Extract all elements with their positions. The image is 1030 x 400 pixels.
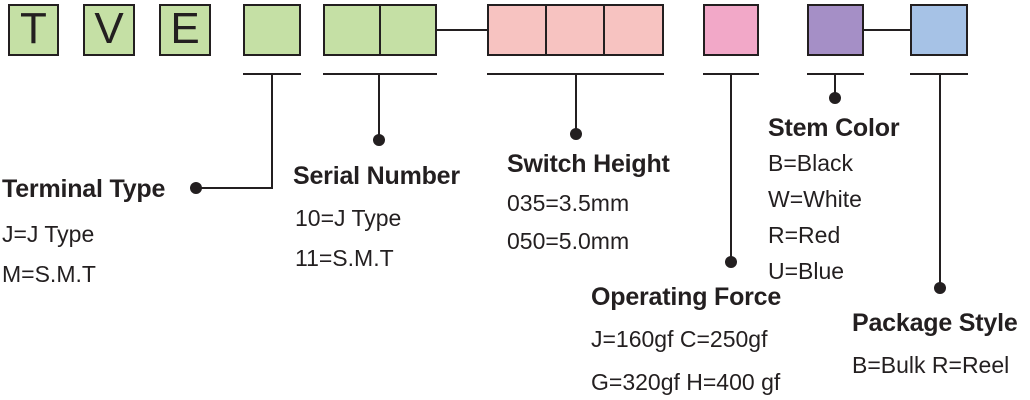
switch-height-box-3 — [603, 4, 664, 56]
stem-color-box — [807, 4, 864, 56]
switch-height-box-1 — [487, 4, 547, 56]
prefix-letter-e: E — [170, 4, 200, 53]
serial-number-box-2 — [379, 4, 437, 56]
operating-force-dot — [725, 256, 737, 268]
prefix-box-e: E — [159, 4, 211, 56]
terminal-type-option: M=S.M.T — [2, 261, 96, 287]
stem-color-label: Stem Color — [768, 114, 900, 142]
package-style-dot — [934, 282, 946, 294]
prefix-box-v: V — [83, 4, 135, 56]
operating-force-option: J=160gf C=250gf — [591, 326, 768, 352]
stem-color-option: R=Red — [768, 222, 841, 248]
terminal-type-dot — [190, 182, 202, 194]
terminal-type-option: J=J Type — [2, 221, 95, 247]
terminal-type-box — [243, 4, 301, 56]
switch-height-option: 050=5.0mm — [507, 228, 630, 254]
prefix-letter-v: V — [94, 4, 124, 53]
terminal-type-label: Terminal Type — [2, 175, 166, 203]
switch-height-option: 035=3.5mm — [507, 190, 630, 216]
prefix-letter-t: T — [20, 4, 47, 53]
switch-height-dot — [570, 128, 582, 140]
package-style-option: B=Bulk R=Reel — [852, 352, 1010, 378]
package-style-label: Package Style — [852, 309, 1018, 337]
operating-force-box — [703, 4, 759, 56]
switch-height-label: Switch Height — [507, 150, 670, 178]
operating-force-label: Operating Force — [591, 283, 782, 311]
stem-color-option: W=White — [768, 186, 862, 212]
stem-color-dot — [829, 92, 841, 104]
serial-number-label: Serial Number — [293, 162, 460, 190]
stem-color-option: U=Blue — [768, 258, 845, 284]
serial-number-box-1 — [323, 4, 381, 56]
operating-force-option: G=320gf H=400 gf — [591, 369, 781, 395]
prefix-box-t: T — [8, 4, 59, 56]
serial-number-option: 10=J Type — [295, 205, 402, 231]
package-style-box — [910, 4, 968, 56]
serial-number-dot — [373, 134, 385, 146]
serial-number-option: 11=S.M.T — [295, 245, 394, 271]
stem-color-option: B=Black — [768, 150, 854, 176]
